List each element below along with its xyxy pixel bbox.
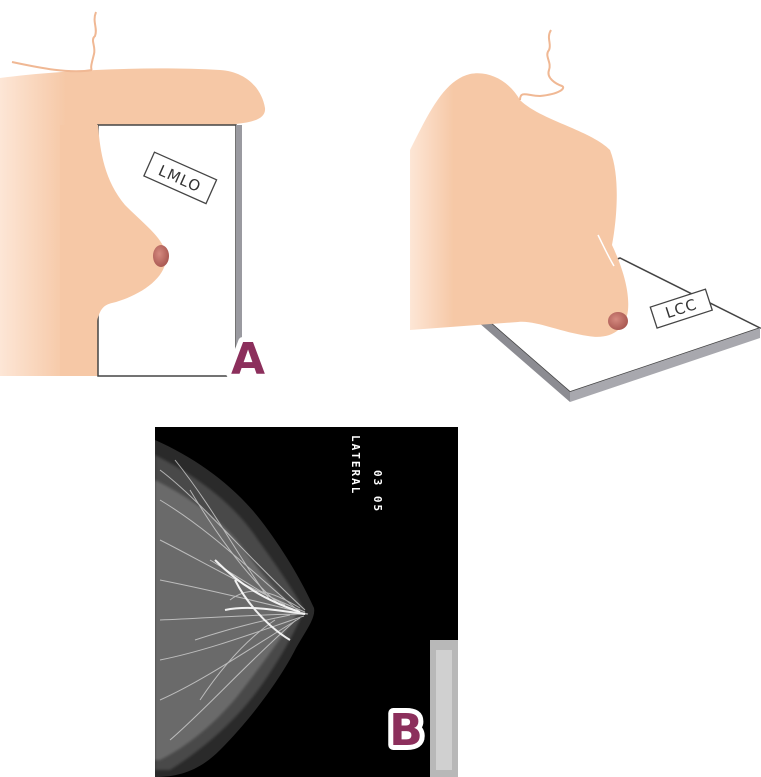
nipple-a: [153, 245, 169, 267]
panel-cc-view: LCC: [410, 30, 760, 402]
badge-b: B B: [389, 705, 423, 756]
chin-outline-a: [91, 12, 96, 70]
badge-b-label: B: [389, 705, 423, 756]
panel-a-mlo-view: LMLO A A: [0, 12, 265, 385]
film-text-lateral: LATERAL: [349, 435, 362, 495]
badge-a-label: A: [231, 334, 265, 385]
chin-outline-cc: [520, 30, 563, 100]
shoulder-outline-a: [12, 62, 92, 71]
torso-cc: [410, 73, 628, 337]
badge-a: A A: [231, 334, 265, 385]
panel-b-mammogram: LATERAL 03 05 B B: [155, 427, 458, 777]
nipple-cc: [608, 312, 628, 330]
film-text-date: 03 05: [371, 470, 384, 513]
